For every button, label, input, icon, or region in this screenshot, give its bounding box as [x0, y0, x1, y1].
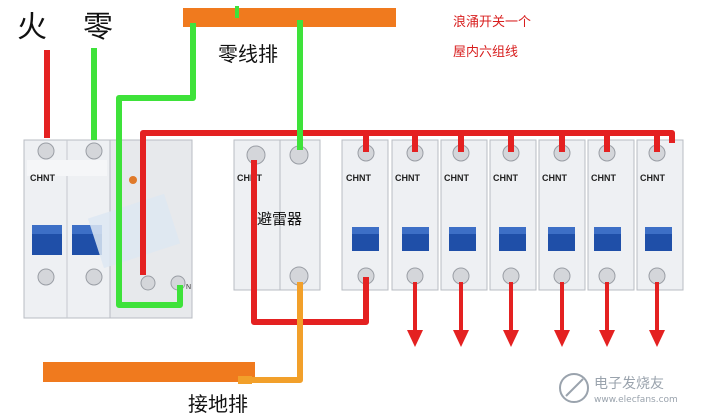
- live-label: 火: [17, 10, 47, 45]
- branch-brand-1: CHNT: [346, 173, 371, 183]
- branch-output-arrows: [407, 282, 665, 347]
- ground-wire: [242, 282, 303, 383]
- main-breaker-brand: CHNT: [30, 173, 55, 183]
- branch-brand-6: CHNT: [591, 173, 616, 183]
- note-line-2: 屋内六组线: [453, 45, 519, 60]
- neutral-bar: [183, 8, 396, 27]
- branch-brand-2: CHNT: [395, 173, 420, 183]
- neutral-bar-mark: [235, 6, 239, 18]
- watermark-logo-icon: [559, 373, 589, 403]
- ground-bar-label: 接地排: [188, 392, 248, 416]
- main-breaker: [23, 139, 193, 319]
- branch-breaker-5: [538, 139, 586, 291]
- live-wires: [44, 50, 675, 325]
- spd-brand: CHNT: [237, 173, 262, 183]
- branch-breaker-2: [391, 139, 439, 291]
- branch-brand-5: CHNT: [542, 173, 567, 183]
- branch-brand-3: CHNT: [444, 173, 469, 183]
- ground-bar: [43, 362, 255, 382]
- neutral-label: 零: [83, 10, 113, 45]
- neutral-bar-label: 零线排: [218, 42, 278, 66]
- branch-breaker-7: [636, 139, 684, 291]
- watermark-url: www.elecfans.com: [594, 395, 678, 405]
- terminal-n-mark: N: [186, 284, 191, 291]
- branch-brand-7: CHNT: [640, 173, 665, 183]
- branch-breaker-6: [587, 139, 635, 291]
- branch-breaker-3: [440, 139, 488, 291]
- branch-breaker-4: [489, 139, 537, 291]
- note-line-1: 浪涌开关一个: [453, 15, 532, 30]
- branch-brand-4: CHNT: [493, 173, 518, 183]
- neutral-wires: [91, 20, 303, 308]
- branch-breaker-1: [341, 139, 389, 291]
- surge-protector-label: 避雷器: [257, 210, 303, 228]
- watermark-cn: 电子发烧友: [594, 376, 664, 392]
